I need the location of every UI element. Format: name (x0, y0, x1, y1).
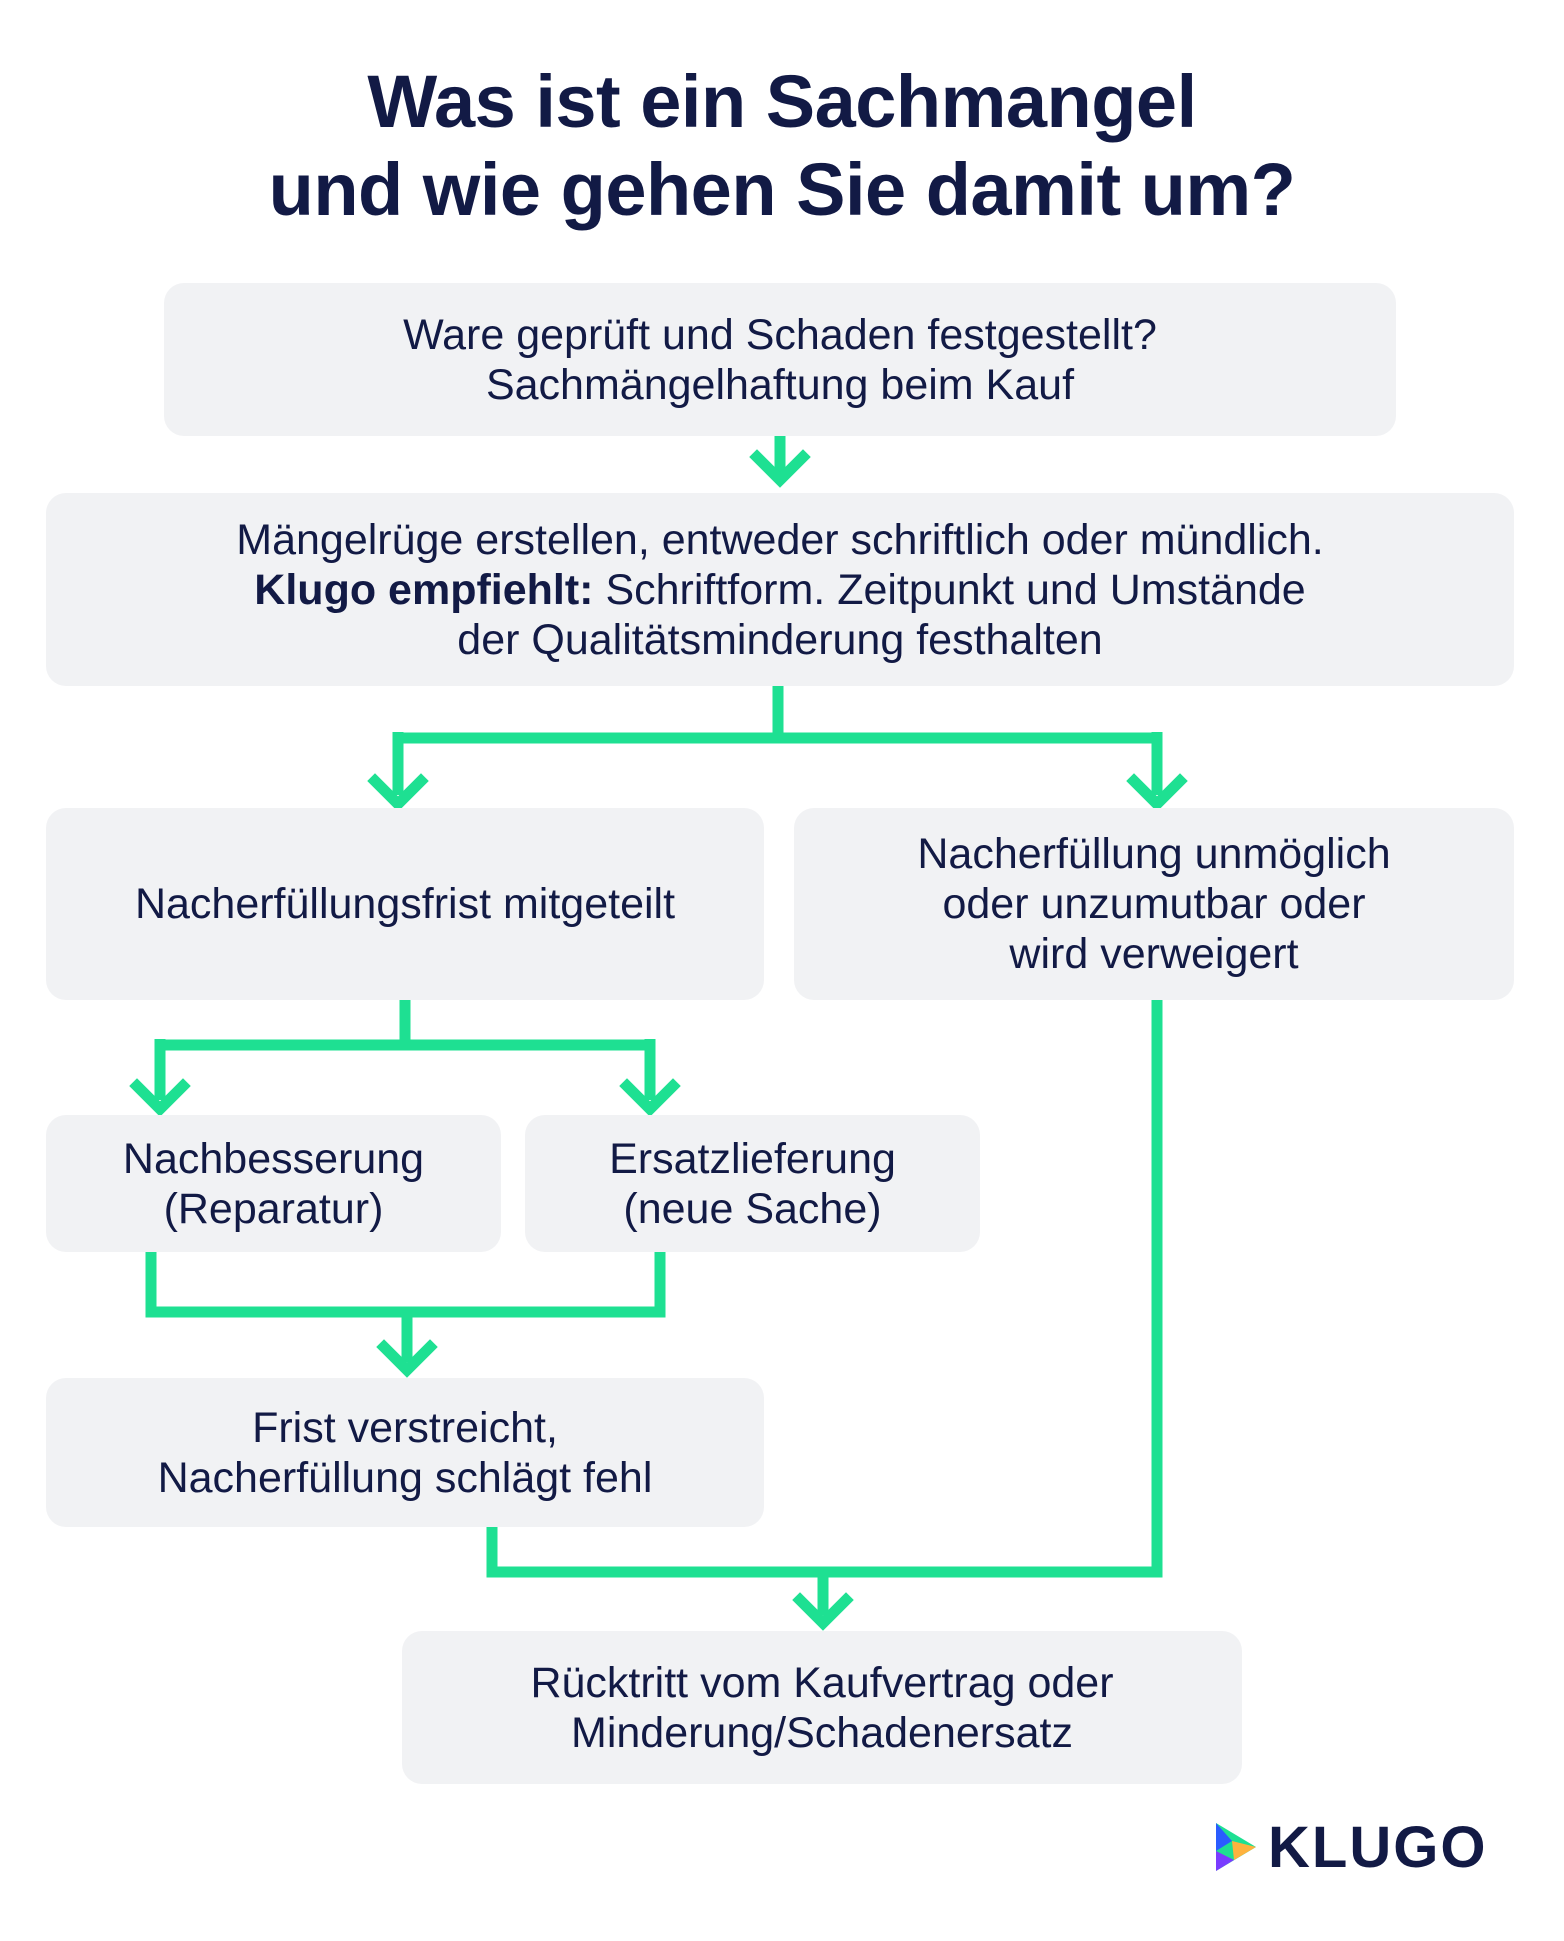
arrow-head-4 (129, 1078, 191, 1117)
node-notice-recommendation: Klugo empfiehlt: (254, 565, 594, 614)
title-line-1: Was ist ein Sachmangel (367, 60, 1197, 143)
node-replacement-line-2: (neue Sache) (623, 1184, 882, 1233)
connector-result-merge (486, 1000, 1163, 1615)
node-start: Ware geprüft und Schaden festgestellt? S… (164, 283, 1396, 436)
logo-text: KLUGO (1268, 1814, 1488, 1880)
node-deadline-line-1: Nacherfüllungsfrist mitgeteilt (134, 880, 676, 928)
node-expired: Frist verstreicht, Nacherfüllung schlägt… (46, 1378, 764, 1527)
klugo-logo: KLUGO (1212, 1812, 1487, 1882)
node-expired-line-2: Nacherfüllung schlägt fehl (157, 1453, 653, 1502)
page-title: Was ist ein Sachmangel und wie gehen Sie… (0, 58, 1564, 234)
title-line-2: und wie gehen Sie damit um? (268, 148, 1296, 231)
arrow-head-6 (376, 1339, 438, 1378)
node-notice-line-3: der Qualitätsminderung festhalten (457, 615, 1103, 664)
node-start-line-1: Ware geprüft und Schaden festgestellt? (403, 310, 1157, 359)
arrow-head-5 (619, 1078, 681, 1117)
node-replacement-line-1: Ersatzlieferung (609, 1134, 896, 1183)
arrow-head-7 (792, 1592, 854, 1631)
node-repair-line-1: Nachbesserung (122, 1134, 425, 1183)
node-deadline: Nacherfüllungsfrist mitgeteilt (46, 808, 764, 1000)
arrow-head-2 (367, 773, 429, 812)
node-notice-line-2-rest: Schriftform. Zeitpunkt und Umstände (593, 565, 1306, 614)
node-impossible-line-1: Nacherfüllung unmöglich (917, 830, 1391, 878)
node-result: Rücktritt vom Kaufvertrag oder Minderung… (402, 1631, 1242, 1784)
node-repair-line-2: (Reparatur) (163, 1184, 384, 1233)
node-notice: Mängelrüge erstellen, entweder schriftli… (46, 493, 1514, 686)
node-start-line-2: Sachmängelhaftung beim Kauf (485, 360, 1075, 409)
node-expired-line-1: Frist verstreicht, (252, 1403, 558, 1452)
connector-notice-split (392, 686, 1163, 795)
arrow-head-3 (1126, 773, 1188, 812)
connector-deadline-split (154, 998, 656, 1100)
node-notice-line-2: Klugo empfiehlt: Schriftform. Zeitpunkt … (236, 565, 1324, 615)
node-repair: Nachbesserung (Reparatur) (46, 1115, 501, 1252)
play-triangle-logo-icon (1216, 1823, 1256, 1871)
node-notice-line-1: Mängelrüge erstellen, entweder schriftli… (236, 515, 1324, 564)
node-impossible-line-3: wird verweigert (1009, 930, 1299, 978)
node-replacement: Ersatzlieferung (neue Sache) (525, 1115, 980, 1252)
arrow-head-1 (749, 449, 811, 488)
node-result-line-2: Minderung/Schadenersatz (571, 1708, 1073, 1757)
node-result-line-1: Rücktritt vom Kaufvertrag oder (530, 1658, 1114, 1707)
node-impossible-line-2: oder unzumutbar oder (942, 880, 1366, 928)
node-impossible: Nacherfüllung unmöglich oder unzumutbar … (794, 808, 1514, 1000)
connector-repair-merge (145, 1252, 666, 1362)
